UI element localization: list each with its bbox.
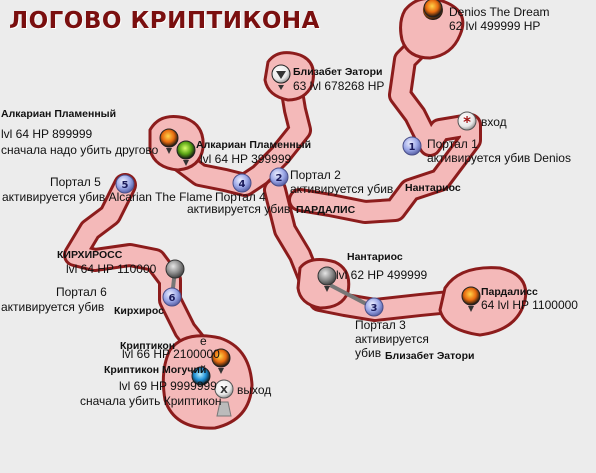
label-portal-2-title: Портал 2 [290,168,341,182]
portal-3-number: 3 [371,303,378,314]
label-pardaliss-stats: 64 lvl HP 1100000 [481,298,578,312]
boss-pardalis-icon [461,286,481,312]
portals: 1 2 3 4 5 6 [115,136,422,317]
label-alk-left-name: Алкариан Пламенный [1,108,117,120]
exit-x: X [220,385,228,396]
label-portal-4-title: Портал 4 [215,190,266,204]
label-entrance: вход [481,115,507,129]
label-portal-3: Портал 3 активируется убив [355,318,429,360]
label-kriptikon-e: е [200,334,207,348]
label-kirhiros-small: Кирхирос [114,305,164,317]
label-portal-2: Портал 2 активируется убив [290,168,393,196]
map-title: ЛОГОВО КРИПТИКОНА [9,8,320,34]
label-exit: выход [237,383,272,397]
label-alk-right-name: Алкариан Пламенный [196,139,312,151]
label-nantarios-small: Нантариос [405,182,461,194]
label-portal-6-title: Портал 6 [56,285,107,299]
label-kirhiross-stats: lvl 64 HP 110000 [66,262,157,276]
label-portal-3-cond: активируется [355,332,429,346]
entrance-star: * [463,113,471,131]
label-portal-1: Портал 1 активируется убив Denios [427,137,571,165]
label-nantarios-stats: lvl 62 HP 499999 [336,268,428,282]
label-portal-1-cond: активируется убив Denios [427,151,571,165]
label-elizabeth-name: Близабет Эатори [293,66,383,78]
label-pardalis-small: ПАРДАЛИС [296,204,356,216]
boss-alkarian-right-icon [176,140,196,166]
label-nantarios-name: Нантариос [347,251,403,263]
label-denios-stats: 62 lvl 499999 HP [449,19,541,33]
label-elizabeth: Близабет Эатори 63 lvl 678268 HP [293,65,384,93]
entrance-marker: * [457,111,477,131]
label-kriptikon-name: Криптикон [120,340,176,352]
label-portal-5-cond: активируется убив Alcarian The Flame [2,190,213,204]
portal-6-number: 6 [169,293,176,304]
portal-2-number: 2 [276,173,283,184]
room-pardalis [438,266,528,337]
label-portal-6-cond: активируется убив [1,300,105,314]
portal-1-number: 1 [409,142,416,153]
label-alk-right-stats: lvl 64 HP 399999 [200,152,292,166]
label-portal-4-cond: активируется убив [187,202,291,216]
label-alk-left-stats: lvl 64 HP 899999 [1,127,93,141]
portal-6-marker: 6 [162,287,182,307]
portal-4-marker: 4 [232,173,252,193]
mob-kirhiross-icon [165,259,185,279]
portal-2-marker: 2 [269,167,289,187]
label-portal-3-title: Портал 3 [355,318,406,332]
exit-marker: X [214,379,234,417]
boss-kriptikon-icon [211,348,231,374]
label-portal-5-title: Портал 5 [50,175,101,189]
boss-elizabeth-icon [271,64,291,90]
room-denios [399,0,465,60]
label-kriptikon-mighty-stats: lvl 69 HP 9999999 [119,379,217,393]
boss-alkarian-left-icon [159,128,179,154]
boss-markers [159,0,481,386]
label-portal-1-title: Портал 1 [427,137,478,151]
label-portal-3-cond2: убив [355,346,382,360]
label-denios: Denios The Dream 62 lvl 499999 HP [449,5,550,33]
mob-nantarios-icon [317,266,337,292]
portal-1-marker: 1 [402,136,422,156]
label-denios-name: Denios The Dream [449,5,550,19]
portal-4-number: 4 [239,179,246,190]
label-kirhiross-name: КИРХИРОСС [57,249,123,261]
label-kriptikon-mighty-note: сначала убить Криптикон [80,394,222,408]
portal-5-number: 5 [122,180,129,191]
boss-kriptikon-mighty-icon [191,366,211,386]
label-kriptikon-mighty-name: Криптикон Могучий [104,364,207,376]
portal-5-marker: 5 [115,174,135,194]
portal-3-marker: 3 [364,297,384,317]
label-kriptikon-stats: lvl 66 HP 2100000 [122,347,220,361]
label-alk-left-note: сначала надо убить другово [1,143,159,157]
boss-denios-icon [422,0,443,20]
label-pardaliss-name: Пардалисс [481,286,538,298]
label-elizabeth-small: Близабет Эатори [385,350,475,362]
label-elizabeth-stats: 63 lvl 678268 HP [293,79,385,93]
label-portal-2-cond: активируется убив [290,182,394,196]
